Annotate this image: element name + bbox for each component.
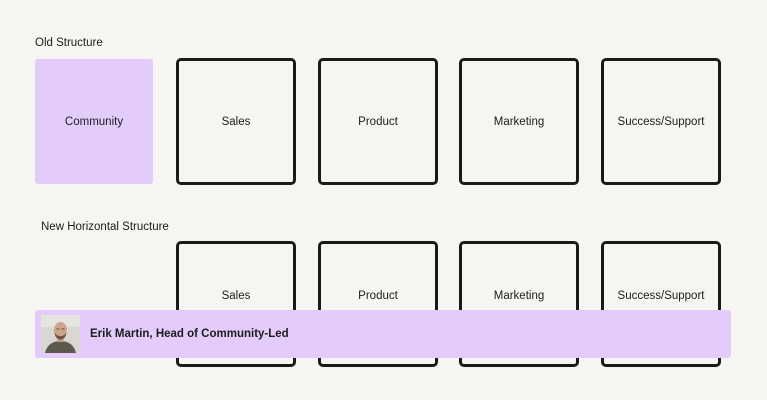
old-box-community: Community xyxy=(35,59,153,184)
new-box-success-support-label: Success/Support xyxy=(617,290,705,302)
old-box-product: Product xyxy=(318,58,438,185)
new-box-success-support: Success/Support xyxy=(601,241,721,367)
new-box-marketing: Marketing xyxy=(459,241,579,367)
new-box-marketing-label: Marketing xyxy=(493,290,545,302)
old-structure-label: Old Structure xyxy=(35,37,103,49)
new-box-product-label: Product xyxy=(358,290,398,302)
old-box-product-label: Product xyxy=(358,115,398,128)
person-avatar-icon xyxy=(41,315,80,353)
banner-name-title: Erik Martin, Head of Community-Led xyxy=(90,328,289,340)
new-box-sales-label: Sales xyxy=(221,290,251,302)
community-led-banner: Erik Martin, Head of Community-Led xyxy=(35,310,731,358)
old-box-sales: Sales xyxy=(176,58,296,185)
new-box-sales: Sales xyxy=(176,241,296,367)
new-box-product: Product xyxy=(318,241,438,367)
old-box-marketing: Marketing xyxy=(459,58,579,185)
old-box-success-support: Success/Support xyxy=(601,58,721,185)
old-box-marketing-label: Marketing xyxy=(493,115,545,128)
new-structure-label: New Horizontal Structure xyxy=(41,221,169,233)
old-box-community-label: Community xyxy=(64,115,124,128)
old-box-success-support-label: Success/Support xyxy=(617,115,705,128)
old-box-sales-label: Sales xyxy=(221,115,251,128)
